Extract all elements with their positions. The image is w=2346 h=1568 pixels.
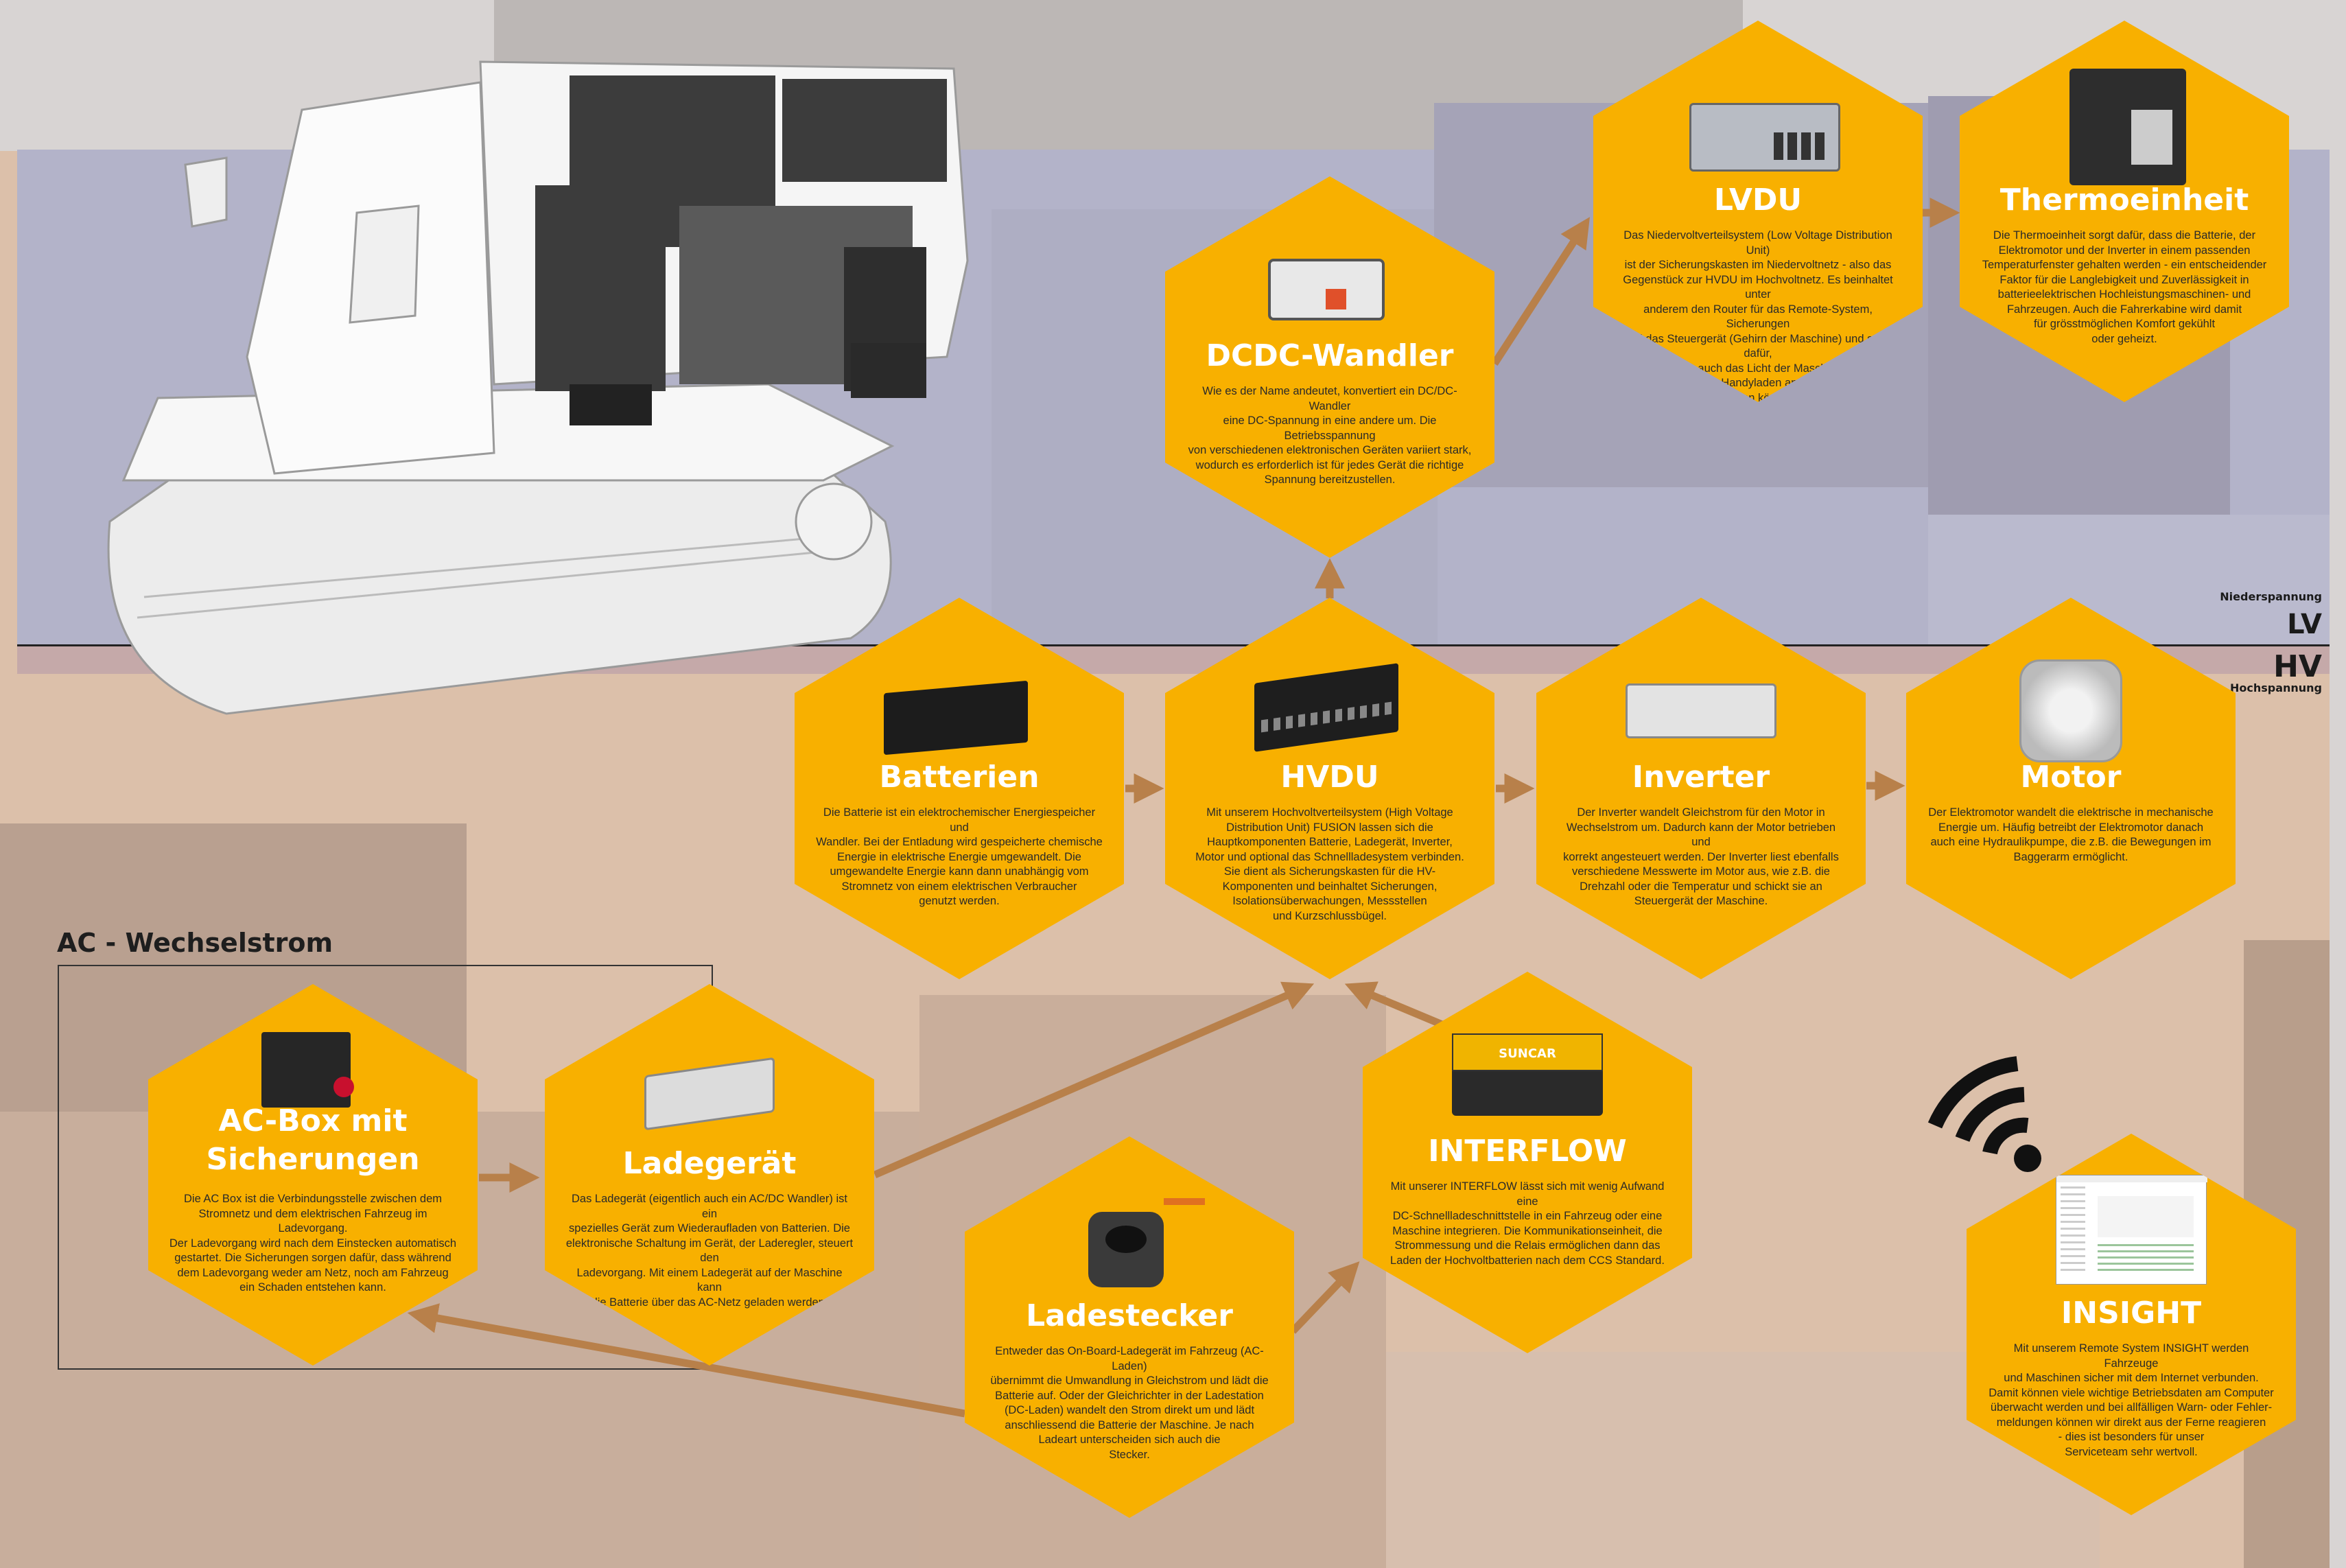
lvdu-device-image [1689, 103, 1840, 172]
thermo-title: Thermoeinheit [1999, 182, 2249, 218]
arrow-interflow-hvdu [1344, 981, 1446, 1029]
dcdc-description: Wie es der Name andeutet, konvertiert ei… [1188, 385, 1472, 487]
hvdu-description: Mit unserem Hochvoltverteilsystem (High … [1195, 806, 1464, 922]
ac-section-label: AC - Wechselstrom [57, 928, 333, 958]
insight-description: Mit unserem Remote System INSIGHT werden… [1989, 1342, 2274, 1458]
ac-box-description: Die AC Box ist die Verbindungsstelle zwi… [169, 1193, 457, 1294]
inverter-description: Der Inverter wandelt Gleichstrom für den… [1563, 806, 1839, 908]
lvdu-title: LVDU [1713, 182, 1803, 218]
inverter-device-image [1626, 683, 1776, 738]
lv-block [1928, 515, 2330, 645]
arrow-ladestecker-interflow [1290, 1261, 1360, 1334]
interflow-description: Mit unserer INTERFLOW lässt sich mit wen… [1390, 1180, 1665, 1267]
insight-title: INSIGHT [2061, 1295, 2202, 1331]
dcdc-title: DCDC-Wandler [1206, 338, 1454, 373]
charging-plug-image [1088, 1198, 1205, 1287]
hvdu-title: HVDU [1280, 759, 1379, 795]
charger-image [644, 1057, 775, 1131]
right-margin [2330, 0, 2346, 1568]
motor-image [2019, 659, 2122, 762]
thermo-description: Die Thermoeinheit sorgt dafür, dass die … [1982, 229, 2267, 345]
arrow-ladegeraet-hvdu [873, 981, 1315, 1179]
ladegeraet-description: Das Ladegerät (eigentlich auch ein AC/DC… [565, 1193, 854, 1309]
batterien-description: Die Batterie ist ein elektrochemischer E… [816, 806, 1103, 908]
ac-section-frame-right [712, 965, 713, 992]
ac-box-image [261, 1032, 354, 1108]
wifi-icon [1927, 1056, 2041, 1172]
arrow-ladestecker-acbox [407, 1303, 965, 1418]
hex-batterien: Batterien Die Batterie ist ein elektroch… [795, 598, 1124, 979]
batterien-title: Batterien [879, 759, 1040, 795]
interflow-title: INTERFLOW [1428, 1133, 1627, 1169]
inverter-title: Inverter [1632, 759, 1770, 795]
interflow-brand: SUNCAR [1452, 1033, 1603, 1071]
lv-label: LV [2287, 609, 2322, 640]
insight-dashboard-screenshot [2056, 1175, 2207, 1285]
interflow-device-image: SUNCAR [1452, 1033, 1603, 1116]
ac-section-frame [58, 965, 713, 1370]
ladegeraet-title: Ladegerät [622, 1145, 797, 1181]
excavator-illustration [107, 60, 969, 715]
hvdu-device-image [1254, 663, 1398, 752]
niederspannung-label: Niederspannung [2220, 590, 2322, 603]
dcdc-device-image [1268, 259, 1385, 320]
arrow-dcdc-lvdu [1491, 217, 1590, 366]
battery-image [884, 680, 1028, 756]
motor-title: Motor [2020, 759, 2122, 795]
ac-box-title: AC-Box mit Sicherungen [206, 1103, 420, 1178]
thermo-device-image [2069, 69, 2186, 185]
ladestecker-description: Entweder das On-Board-Ladegerät im Fahrz… [990, 1345, 1269, 1461]
lv-hv-divider [17, 644, 2330, 646]
hochspannung-label: Hochspannung [2229, 681, 2322, 694]
motor-description: Der Elektromotor wandelt die elektrische… [1928, 806, 2214, 863]
ladestecker-title: Ladestecker [1026, 1298, 1233, 1333]
hv-label: HV [2273, 649, 2322, 684]
